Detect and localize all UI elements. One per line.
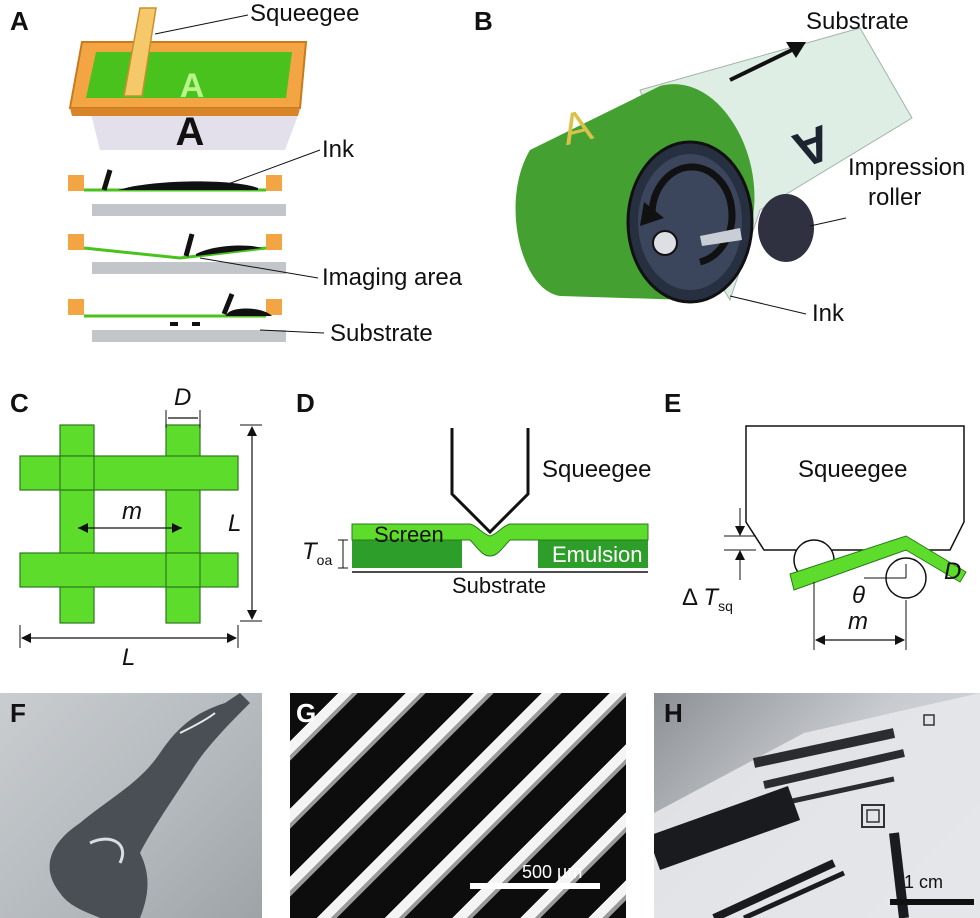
emulsion-right [538, 540, 648, 568]
screen-strip [789, 535, 967, 591]
label-delta-t-sq: Δ Tsq [682, 584, 733, 614]
substrate-plate [92, 262, 286, 274]
scale-bar-g [470, 883, 600, 889]
panel-letter-g: G [296, 698, 317, 728]
label-emulsion: Emulsion [552, 542, 643, 567]
mask-glyph: A [176, 110, 205, 154]
panel-letter-f: F [10, 698, 26, 728]
horizontal-wire [19, 552, 239, 588]
label-ink-b: Ink [812, 300, 845, 327]
frame-block [68, 234, 84, 250]
feed-arrow [729, 46, 797, 82]
screen-glyph: A [180, 67, 205, 105]
label-d-c: D [174, 384, 192, 411]
squeegee-leader [154, 14, 249, 35]
frame-block [266, 234, 282, 250]
squeegee-blade [183, 233, 195, 257]
squeegee-blade [221, 293, 235, 315]
squeegee-blade [101, 169, 113, 191]
substrate-leader [259, 329, 325, 334]
delta-arrow-down [735, 526, 745, 536]
wire-crossing [59, 455, 95, 491]
panel-letter-b: B [474, 6, 493, 36]
printed-pattern [170, 322, 178, 326]
scale-bar-h [890, 899, 974, 905]
delta-arrow-up [735, 550, 745, 560]
label-l-vertical: L [228, 510, 242, 537]
substrate-plate [92, 330, 286, 342]
label-m-c: m [122, 498, 142, 525]
label-m-e: m [848, 608, 868, 635]
ink-leader [227, 149, 321, 185]
label-l-horizontal: L [122, 644, 136, 671]
label-roller: roller [868, 184, 922, 211]
doctor-blade [700, 228, 742, 246]
imaging-leader [199, 257, 319, 279]
ink-blob [118, 181, 258, 190]
rotation-arrowhead [640, 202, 664, 226]
squeegee-handle [123, 7, 157, 97]
label-screen: Screen [374, 522, 444, 547]
panel-letter-h: H [664, 698, 683, 728]
panel-letter-a: A [10, 6, 29, 36]
label-d-e: D [944, 558, 962, 585]
printed-pattern [192, 322, 200, 326]
panel-letter-c: C [10, 388, 29, 418]
label-t-oa: Toa [302, 538, 333, 568]
emulsion-left [352, 540, 462, 568]
cylinder-hub [652, 230, 678, 256]
frame-block [266, 175, 282, 191]
ink-droplet-drawing [49, 693, 250, 918]
ink-droplet [49, 693, 250, 918]
impression-leader [809, 217, 847, 227]
label-substrate-a: Substrate [330, 320, 433, 347]
sem-line-pattern: 500 µm [290, 693, 626, 918]
photo-ink-droplet [0, 693, 262, 918]
label-theta: θ [852, 582, 866, 609]
feed-arrowhead [786, 42, 806, 58]
impression-roller [758, 194, 814, 262]
label-impression: Impression [848, 154, 966, 181]
wire-crossing [165, 552, 201, 588]
label-substrate-d: Substrate [452, 573, 547, 598]
screen-layer [351, 523, 649, 557]
ink-blob [196, 245, 262, 256]
scale-label-h: 1 cm [904, 872, 944, 892]
substrate-plate [92, 204, 286, 216]
photo-flexible-circuit: 1 cm [654, 693, 980, 918]
frame-block [266, 299, 282, 315]
frame-block [68, 175, 84, 191]
label-squeegee-e: Squeegee [798, 456, 908, 483]
mesh-line [83, 246, 267, 260]
ink-blob [226, 308, 272, 316]
label-squeegee-a: Squeegee [250, 0, 360, 27]
flex-circuit-drawing [654, 693, 980, 918]
ink-leader-b [729, 295, 807, 315]
scale-label-g: 500 µm [522, 862, 583, 882]
mask-plate [90, 110, 300, 150]
label-imaging-area: Imaging area [322, 264, 463, 291]
panel-letter-e: E [664, 388, 682, 418]
label-squeegee-d: Squeegee [542, 456, 652, 483]
squeegee-outline [450, 428, 530, 535]
label-substrate-b: Substrate [806, 8, 909, 35]
rotation-arrow [648, 163, 736, 266]
frame-edge [70, 108, 300, 116]
label-ink-a: Ink [322, 136, 355, 163]
frame-block [68, 299, 84, 315]
panel-letter-d: D [296, 388, 315, 418]
squeegee-block [745, 425, 965, 551]
horizontal-wire [19, 455, 239, 491]
